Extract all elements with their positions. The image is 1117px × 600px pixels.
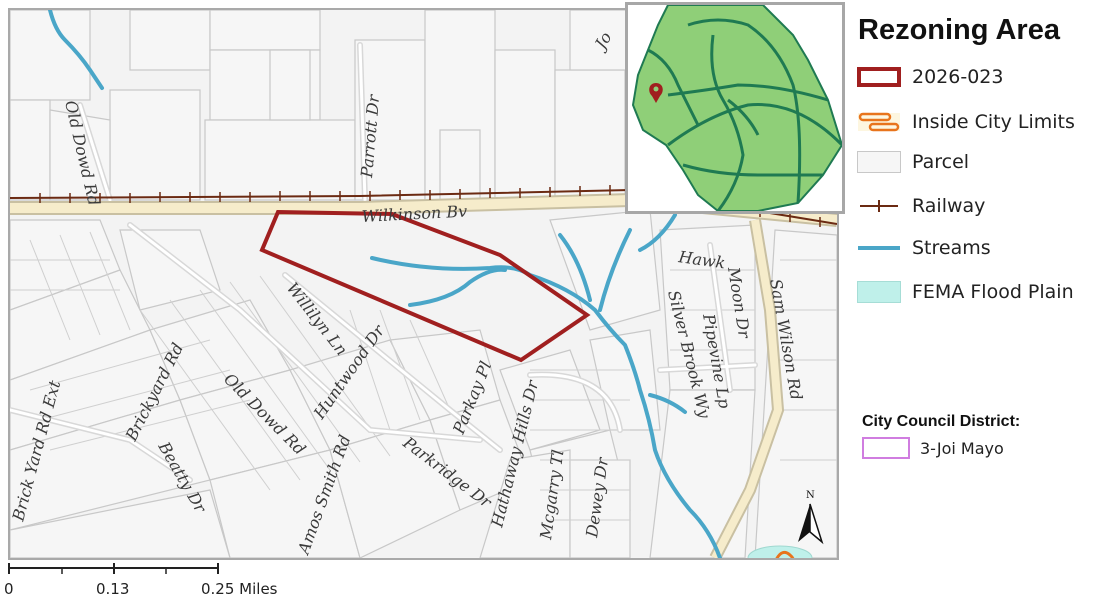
inset-roads — [647, 18, 842, 211]
legend-label: Parcel — [912, 151, 970, 173]
legend-title: Rezoning Area — [858, 14, 1060, 46]
inset-map — [628, 5, 842, 211]
city-limits-feature — [775, 550, 795, 558]
district-boundary-icon — [862, 437, 910, 459]
legend-item-parcel: Parcel — [856, 147, 969, 177]
legend-item-district: 3-Joi Mayo — [862, 437, 1004, 459]
map-canvas[interactable]: Old Dowd Rd Parrott Dr Wilkinson Bv Will… — [10, 10, 837, 558]
north-arrow-label: N — [806, 490, 815, 501]
legend-panel: Rezoning Area 2026-023 Inside City Limit… — [850, 0, 1117, 600]
location-marker-icon — [649, 83, 663, 103]
parcel-layer — [10, 10, 631, 201]
stream-layer[interactable] — [48, 10, 722, 558]
rezoning-boundary-icon — [856, 65, 902, 89]
scale-label: 0 — [4, 580, 14, 598]
legend-item-flood-plain: FEMA Flood Plain — [856, 277, 1074, 307]
scale-label: 0.25 Miles — [201, 580, 278, 598]
scale-bar-graphic — [8, 563, 219, 574]
legend-label: 2026-023 — [912, 66, 1004, 88]
legend-label: Inside City Limits — [912, 111, 1075, 133]
legend-label: Streams — [912, 237, 991, 259]
flood-plain-icon — [856, 280, 902, 304]
scale-label: 0.13 — [96, 580, 130, 598]
north-arrow: N — [798, 490, 824, 545]
scale-bar: 0 0.13 0.25 Miles — [0, 560, 320, 600]
legend-item-city-limits: Inside City Limits — [856, 107, 1075, 137]
minor-roads-core — [10, 43, 757, 482]
rezoning-boundary[interactable] — [259, 209, 591, 363]
flood-plain-area[interactable] — [747, 545, 813, 558]
city-limits-icon — [856, 110, 902, 134]
sam-wilson-road[interactable] — [711, 219, 783, 558]
legend-label: FEMA Flood Plain — [912, 281, 1074, 303]
stream-icon — [856, 236, 902, 260]
north-arrow-icon — [798, 504, 810, 542]
legend-item-railway: Railway — [856, 191, 985, 221]
parcel-icon — [856, 150, 902, 174]
district-label: 3-Joi Mayo — [920, 438, 1004, 458]
railway-icon — [856, 194, 902, 218]
legend-label: Railway — [912, 195, 986, 217]
locator-inset[interactable] — [625, 2, 845, 214]
district-title: City Council District: — [862, 413, 1021, 430]
legend-item-rezoning: 2026-023 — [856, 62, 1003, 92]
legend-item-streams: Streams — [856, 233, 991, 263]
